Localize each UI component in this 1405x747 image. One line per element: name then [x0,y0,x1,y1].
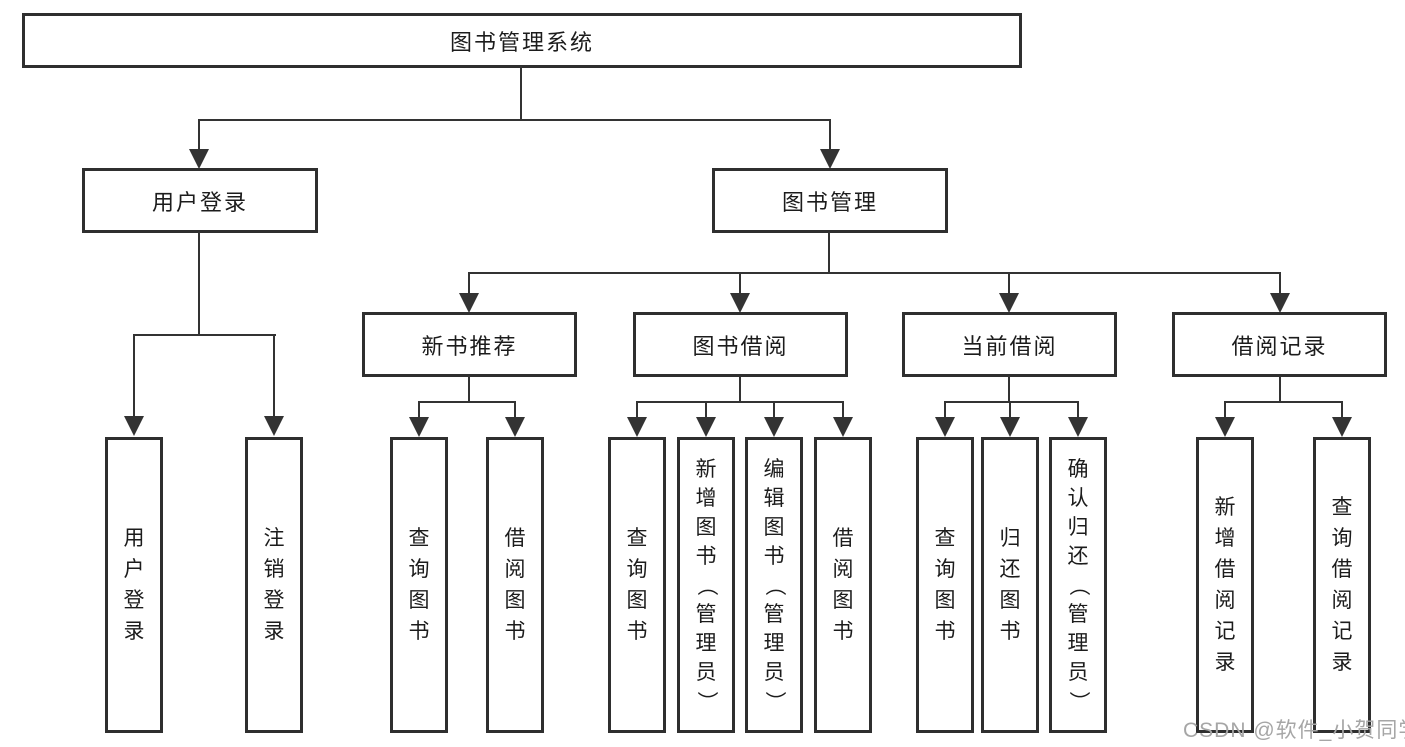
edge-arrow-nb-query-shaft [418,401,420,421]
leaf-bb-query-books-label: 查询图书 [626,527,648,643]
arrowhead-br-query [1332,417,1352,437]
edge-arrow-cb-confirm-shaft [1077,401,1079,421]
leaf-br-add-record: 新增借阅记录 [1196,437,1254,733]
arrowhead-bb-edit [764,417,784,437]
arrowhead-bb-query [627,417,647,437]
leaf-bb-query-books: 查询图书 [608,437,666,733]
edge-arrow-new-books-shaft [468,272,470,296]
node-book-mgmt: 图书管理 [712,168,948,233]
edge-new-books-branch [418,401,516,403]
edge-arrow-cb-return-shaft [1009,401,1011,421]
node-book-mgmt-label: 图书管理 [781,189,878,215]
leaf-user-login-label: 用户登录 [123,527,145,643]
edge-book-mgmt-branch [468,272,1281,274]
arrowhead-user-login [189,149,209,169]
edge-user-login-stub [198,232,200,336]
arrowhead-leaf-logout [264,416,284,436]
node-book-borrow-label: 图书借阅 [692,333,789,359]
edge-arrow-cb-query-shaft [944,401,946,421]
edge-arrow-bb-add-shaft [705,401,707,421]
leaf-bb-borrow-books: 借阅图书 [814,437,872,733]
edge-arrow-current-borrow-shaft [1008,272,1010,296]
leaf-user-login: 用户登录 [105,437,163,733]
edge-borrow-records-stub [1279,376,1281,403]
node-current-borrow-label: 当前借阅 [961,333,1058,359]
leaf-cb-query-books-label: 查询图书 [934,527,956,643]
arrowhead-nb-query [409,417,429,437]
node-user-login-label: 用户登录 [151,189,248,215]
csdn-watermark: CSDN @软件_小贺同学 [1183,719,1405,742]
leaf-logout-label: 注销登录 [263,527,285,643]
arrowhead-nb-borrow [505,417,525,437]
arrowhead-current-borrow [999,293,1019,313]
node-current-borrow: 当前借阅 [902,312,1117,377]
edge-current-borrow-stub [1008,376,1010,403]
arrowhead-new-books [459,293,479,313]
edge-book-borrow-stub [739,376,741,403]
edge-arrow-br-query-shaft [1341,401,1343,421]
arrowhead-bb-add [696,417,716,437]
arrowhead-leaf-login [124,416,144,436]
edge-root-stub [520,66,522,121]
edge-book-borrow-branch [636,401,844,403]
node-borrow-records-label: 借阅记录 [1231,333,1328,359]
edge-arrow-bb-query-shaft [636,401,638,421]
edge-arrow-bb-borrow-shaft [842,401,844,421]
node-borrow-records: 借阅记录 [1172,312,1387,377]
leaf-br-add-record-label: 新增借阅记录 [1214,496,1236,674]
node-book-borrow: 图书借阅 [633,312,848,377]
node-root: 图书管理系统 [22,13,1022,68]
leaf-bb-borrow-books-label: 借阅图书 [832,527,854,643]
leaf-logout: 注销登录 [245,437,303,733]
leaf-cb-return-books-label: 归还图书 [999,527,1021,643]
arrowhead-book-borrow [730,293,750,313]
node-new-books-label: 新书推荐 [421,333,518,359]
arrowhead-br-add [1215,417,1235,437]
edge-new-books-stub [468,376,470,403]
edge-arrow-book-borrow-shaft [739,272,741,296]
leaf-cb-confirm-return-admin-label: 确认归还（管理员） [1066,457,1090,712]
edge-arrow-book-mgmt-shaft [829,119,831,152]
leaf-bb-edit-books-admin-label: 编辑图书（管理员） [762,457,786,712]
edge-borrow-records-branch [1224,401,1343,403]
edge-arrow-user-login-shaft [198,119,200,152]
leaf-nb-query-books: 查询图书 [390,437,448,733]
node-root-label: 图书管理系统 [449,29,594,55]
leaf-br-query-record: 查询借阅记录 [1313,437,1371,733]
leaf-br-query-record-label: 查询借阅记录 [1331,496,1353,674]
leaf-cb-confirm-return-admin: 确认归还（管理员） [1049,437,1107,733]
edge-arrow-leaf-login-shaft [133,334,135,418]
arrowhead-borrow-records [1270,293,1290,313]
arrowhead-cb-confirm [1068,417,1088,437]
leaf-bb-add-books-admin-label: 新增图书（管理员） [694,457,718,712]
edge-arrow-borrow-records-shaft [1279,272,1281,296]
leaf-cb-return-books: 归还图书 [981,437,1039,733]
arrowhead-book-mgmt [820,149,840,169]
edge-arrow-nb-borrow-shaft [514,401,516,421]
arrowhead-cb-return [1000,417,1020,437]
edge-arrow-br-add-shaft [1224,401,1226,421]
arrowhead-cb-query [935,417,955,437]
leaf-nb-borrow-books-label: 借阅图书 [504,527,526,643]
edge-arrow-leaf-logout-shaft [273,334,275,418]
leaf-cb-query-books: 查询图书 [916,437,974,733]
edge-user-login-branch [133,334,276,336]
edge-book-mgmt-stub [828,232,830,274]
edge-arrow-bb-edit-shaft [773,401,775,421]
edge-current-borrow-branch [944,401,1079,403]
node-user-login: 用户登录 [82,168,318,233]
leaf-bb-add-books-admin: 新增图书（管理员） [677,437,735,733]
node-new-books: 新书推荐 [362,312,577,377]
leaf-nb-query-books-label: 查询图书 [408,527,430,643]
leaf-nb-borrow-books: 借阅图书 [486,437,544,733]
arrowhead-bb-borrow [833,417,853,437]
leaf-bb-edit-books-admin: 编辑图书（管理员） [745,437,803,733]
edge-root-branch [198,119,831,121]
